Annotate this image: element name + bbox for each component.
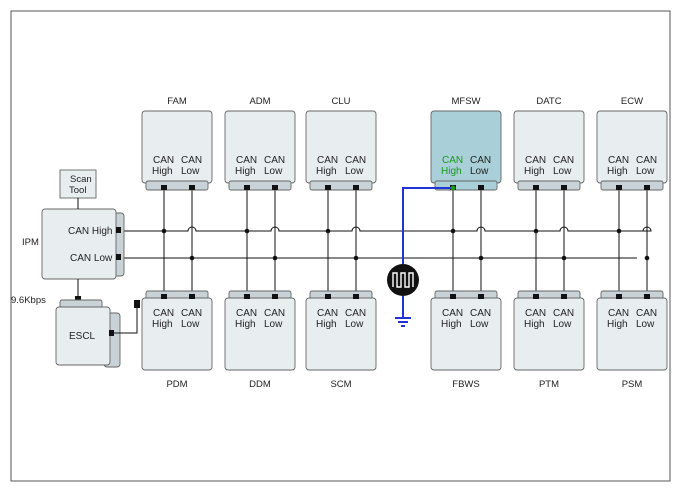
can-low-pin-label: CAN	[636, 155, 657, 166]
fault-node-dot	[450, 185, 456, 191]
can-low-pin-label: Low	[264, 319, 283, 330]
can-high-pin-label: CAN	[317, 155, 338, 166]
escl-module[interactable]: ESCL	[55, 299, 121, 368]
fault-wire	[402, 187, 454, 264]
can-high-pin-label: High	[316, 166, 337, 177]
escl-label: ESCL	[69, 331, 96, 342]
can-low-pin-label: CAN	[264, 308, 285, 319]
module-name: ADM	[249, 96, 270, 107]
escl-speed-label: 9.6Kbps	[11, 295, 46, 306]
can-low-pin-label: Low	[345, 166, 364, 177]
can-low-pin-label: Low	[553, 166, 572, 177]
square-wave-signal-icon	[387, 264, 419, 296]
scan-tool-line2: Tool	[69, 185, 86, 196]
can-low-pin-label: CAN	[181, 155, 202, 166]
scan-tool[interactable]: Scan Tool	[59, 169, 97, 199]
can-high-pin-label: High	[152, 319, 173, 330]
can-high-pin-label: CAN	[236, 308, 257, 319]
can-low-pin-label: CAN	[470, 155, 491, 166]
module-name: PTM	[539, 379, 559, 390]
ipm-can-high-label: CAN High	[68, 226, 112, 237]
can-low-pin-label: CAN	[553, 308, 574, 319]
can-low-pin-label: Low	[181, 319, 200, 330]
ground-icon	[395, 317, 411, 327]
can-high-pin-label: CAN	[236, 155, 257, 166]
can-low-pin-label: CAN	[345, 155, 366, 166]
module-drop-wires	[161, 190, 650, 294]
diagram-frame	[10, 10, 671, 482]
can-high-pin-label: CAN	[442, 308, 463, 319]
can-high-pin-label: High	[607, 319, 628, 330]
can-low-pin-label: Low	[470, 319, 489, 330]
can-high-pin-label: High	[607, 166, 628, 177]
can-high-pin-label: High	[441, 166, 462, 177]
can-high-pin-label: CAN	[525, 155, 546, 166]
can-low-pin-label: CAN	[553, 155, 574, 166]
can-low-pin-label: Low	[636, 166, 655, 177]
can-high-pin-label: High	[441, 319, 462, 330]
module-name: PDM	[166, 379, 187, 390]
can-low-pin-label: Low	[636, 319, 655, 330]
can-low-pin-label: CAN	[264, 155, 285, 166]
can-low-pin-label: CAN	[470, 308, 491, 319]
can-high-pin-label: High	[235, 319, 256, 330]
scan-tool-line1: Scan	[70, 174, 92, 185]
can-low-pin-label: CAN	[636, 308, 657, 319]
module-name: DDM	[249, 379, 271, 390]
can-low-pin-label: Low	[181, 166, 200, 177]
module-name: MFSW	[451, 96, 480, 107]
can-high-pin-label: High	[316, 319, 337, 330]
can-high-pin-label: CAN	[442, 155, 463, 166]
can-low-pin-label: CAN	[181, 308, 202, 319]
can-low-pin-label: Low	[470, 166, 489, 177]
can-high-pin-label: High	[524, 319, 545, 330]
module-name: FAM	[167, 96, 187, 107]
module-name: PSM	[622, 379, 643, 390]
ipm-can-low-label: CAN Low	[70, 253, 113, 264]
can-high-pin-label: CAN	[608, 155, 629, 166]
can-high-pin-label: CAN	[608, 308, 629, 319]
ipm-module[interactable]: CAN High CAN Low	[41, 208, 125, 280]
module-name: FBWS	[452, 379, 479, 390]
can-high-pin-label: CAN	[317, 308, 338, 319]
top-module-row: FAMCANHighCANLowADMCANHighCANLowCLUCANHi…	[141, 96, 668, 191]
module-name: SCM	[330, 379, 351, 390]
module-name: CLU	[331, 96, 350, 107]
can-bus-lines	[121, 226, 652, 259]
module-name: ECW	[621, 96, 643, 107]
can-low-pin-label: Low	[553, 319, 572, 330]
module-name: DATC	[536, 96, 561, 107]
can-high-pin-label: CAN	[525, 308, 546, 319]
can-high-pin-label: High	[152, 166, 173, 177]
ipm-label: IPM	[22, 237, 39, 248]
bottom-module-row: PDMCANHighCANLowDDMCANHighCANLowSCMCANHi…	[141, 290, 668, 390]
can-high-pin-label: CAN	[153, 155, 174, 166]
can-high-pin-label: CAN	[153, 308, 174, 319]
can-low-pin-label: Low	[264, 166, 283, 177]
can-low-pin-label: CAN	[345, 308, 366, 319]
can-low-pin-label: Low	[345, 319, 364, 330]
can-high-pin-label: High	[235, 166, 256, 177]
can-high-pin-label: High	[524, 166, 545, 177]
